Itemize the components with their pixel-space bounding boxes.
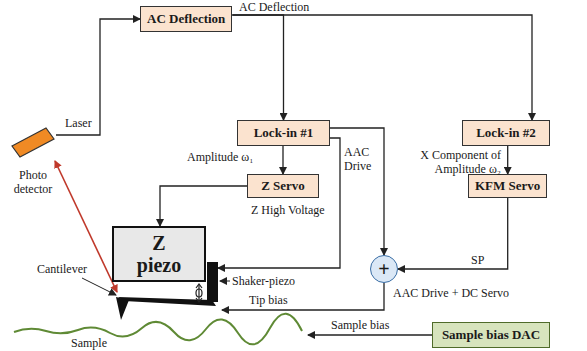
leader-line [82, 278, 116, 295]
signal-arrow [56, 19, 140, 135]
node-text: Lock-in #2 [476, 125, 536, 141]
servo-box: KFM Servo [468, 174, 547, 198]
leader-line [220, 281, 230, 282]
signal-arrow [232, 15, 283, 120]
signal-arrow [330, 128, 384, 255]
signal-arrow [160, 186, 247, 226]
node-text: AC Deflection [147, 11, 225, 27]
summing-junction: + [370, 255, 398, 283]
sample-surface [14, 314, 302, 345]
signal-label: X Component of Amplitude ω₂ [398, 148, 502, 176]
node-text: Sample bias DAC [442, 327, 540, 343]
part-label: Sample [70, 336, 108, 350]
node-text: Z Servo [261, 178, 305, 194]
cantilever-tip [116, 297, 129, 320]
part-label: Cantilever [36, 262, 88, 276]
node-text: + [378, 258, 389, 281]
servo-box: Z Servo [247, 174, 319, 198]
sample-bias-wire [308, 334, 432, 335]
signal-label: SP [470, 253, 485, 267]
signal-label: Z High Voltage [250, 203, 326, 217]
node-text: KFM Servo [475, 178, 540, 194]
signal-arrow [232, 15, 532, 120]
dac-box: Sample bias DAC [432, 322, 550, 348]
lock-in-box: Lock-in #2 [462, 120, 550, 146]
signal-label: Amplitude ω₁ [186, 150, 254, 164]
signal-label: Sample bias [330, 318, 390, 332]
lock-in-box: Lock-in #1 [237, 120, 330, 146]
signal-arrow [507, 146, 508, 174]
node-text: Z piezo [129, 232, 189, 276]
shaker-motion-symbol [196, 284, 202, 302]
signal-label: AAC Drive + DC Servo [392, 286, 510, 300]
signal-label: Tip bias [248, 293, 289, 307]
shaker-piezo: Shaker-piezo [207, 262, 218, 302]
beam-label: Laser [64, 116, 93, 130]
signal-arrow [398, 198, 508, 269]
node-text: Shaker-piezo [232, 274, 295, 289]
signal-arrow [282, 146, 283, 174]
photo-detector: Photo detector [10, 126, 56, 158]
detector-shape [10, 126, 56, 158]
signal-box: AC Deflection [140, 6, 232, 32]
piezo-box: Z piezo [112, 226, 206, 282]
signal-label: AC Deflection [238, 0, 310, 14]
signal-label: AAC Drive [343, 145, 383, 173]
node-text: Photo detector [8, 168, 58, 196]
node-text: Lock-in #1 [254, 125, 314, 141]
